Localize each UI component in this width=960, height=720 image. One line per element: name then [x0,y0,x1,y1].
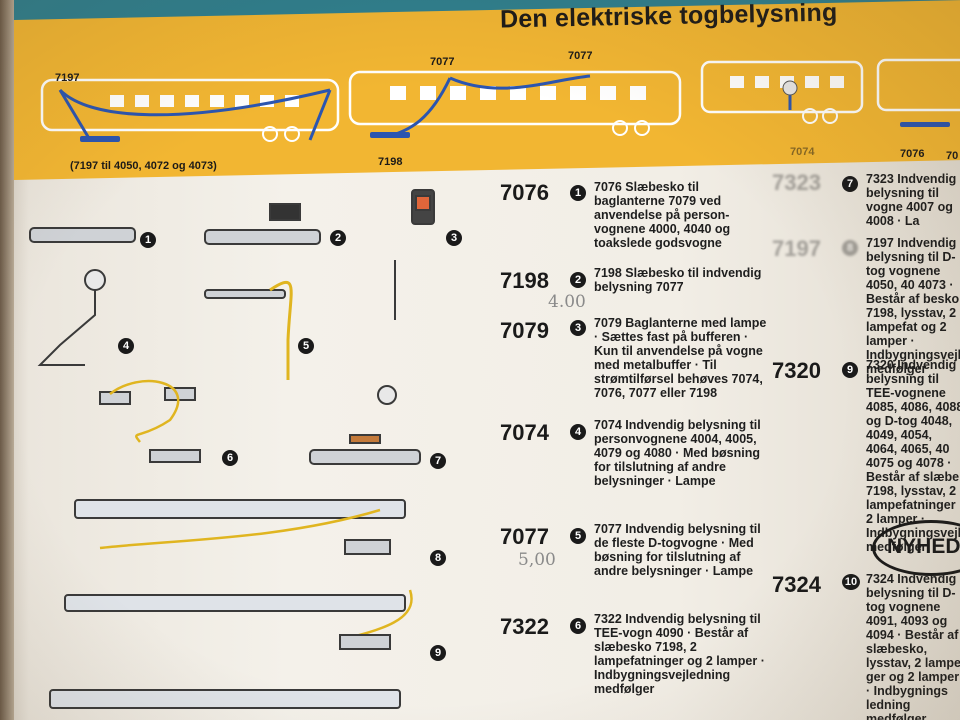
part-8 [74,499,406,519]
new-badge: NYHED [872,520,960,576]
item-num-7322: 7322 [500,614,549,639]
item-num-7197: 7197 [772,236,821,261]
coach-3 [700,60,864,114]
item-circle-3: 3 [570,320,586,336]
fig-num-9: 9 [430,645,446,661]
car-label-7077-a: 7077 [430,56,455,68]
item-num-7074: 7074 [500,420,549,445]
part-10 [49,689,401,709]
fig-num-4: 4 [118,338,134,354]
coach-2 [348,70,682,126]
part-6 [99,391,131,405]
item-num-7198: 7198 [500,268,549,293]
item-circle-2: 2 [570,272,586,288]
part-9 [64,594,406,612]
item-desc-7079: 7079 Baglanterne med lampe · Sættes fast… [594,316,767,400]
pencil-price-1: 4.00 [548,292,586,312]
item-desc-7076: 7076 Slæbesko til baglanterne 7079 ved a… [594,180,731,250]
item-desc-7197: 7197 Indvendig belysning til D-tog vogne… [866,236,960,376]
car-label-7077-b: 7077 [568,50,593,62]
item-desc-7077: 7077 Indvendig belysning til de fleste D… [594,522,761,578]
item-circle-6: 6 [570,618,586,634]
fig-num-3: 3 [446,230,462,246]
item-circle-9: 9 [842,362,858,378]
part-5 [204,289,286,299]
wire-1 [58,88,331,117]
item-num-7324: 7324 [772,572,821,597]
pencil-price-2: 5,00 [518,550,556,570]
item-circle-5: 5 [570,528,586,544]
part-2 [204,229,321,245]
car-label-7197: 7197 [55,72,80,84]
item-num-7323: 7323 [772,170,821,195]
caption-right-1: 7074 [790,146,815,158]
fig-num-5: 5 [298,338,314,354]
item-circle-4: 4 [570,424,586,440]
caption-right-2: 7076 [900,148,925,160]
item-desc-7324: 7324 Indvendig belysning til D-tog vogne… [866,572,960,720]
item-num-7320: 7320 [772,358,821,383]
caption-right-3: 70 [946,150,959,162]
item-num-7077: 7077 [500,524,549,549]
item-num-7076: 7076 [500,180,549,205]
coach-4 [876,58,960,112]
item-num-7079: 7079 [500,318,549,343]
fig-num-6: 6 [222,450,238,466]
fig-num-1: 1 [140,232,156,248]
page-edge [0,0,14,720]
coach-illustrations [40,58,960,142]
item-circle-7: 7 [842,176,858,192]
item-desc-7322: 7322 Indvendig belysning til TEE-vogn 40… [594,612,765,696]
part-1 [29,227,136,243]
item-desc-7074: 7074 Indvendig belysning til personvogne… [594,418,761,488]
item-desc-7198: 7198 Slæbesko til indvendig belysning 70… [594,266,762,294]
parts-illustrations [29,189,435,709]
item-circle-1: 1 [570,185,586,201]
part-7 [309,449,421,465]
caption-left: (7197 til 4050, 4072 og 4073) [70,160,217,172]
caption-mid: 7198 [378,156,403,168]
part-4 [84,269,106,291]
item-circle-10: 10 [842,574,860,590]
item-desc-7323: 7323 Indvendig belysning til vogne 4007 … [866,172,957,228]
coach-1 [40,78,340,132]
item-circle-8: 8 [842,240,858,256]
fig-num-8: 8 [430,550,446,566]
fig-num-7: 7 [430,453,446,469]
fig-num-2: 2 [330,230,346,246]
